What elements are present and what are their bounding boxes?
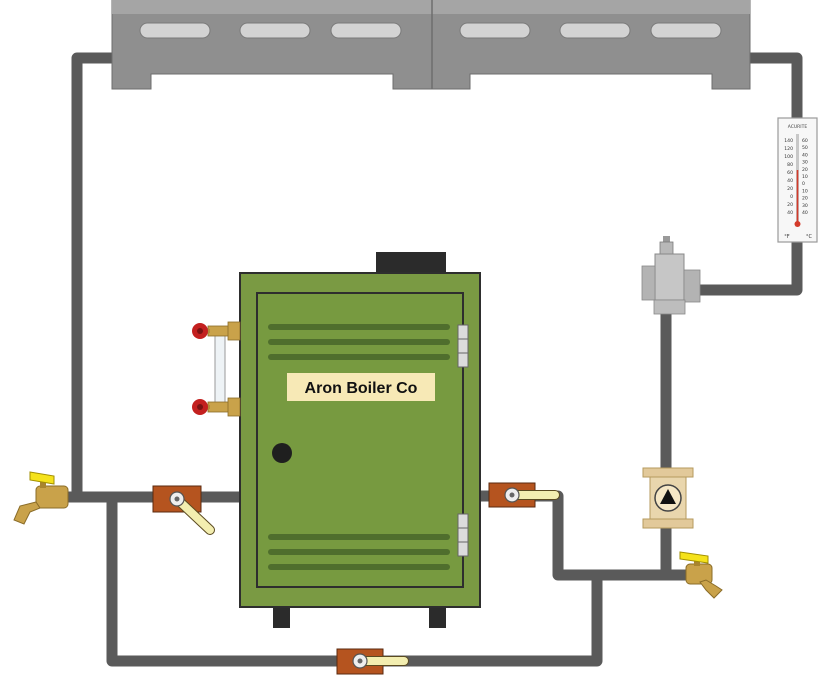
spigot-right[interactable] bbox=[679, 551, 723, 599]
celsius-tick-label: 40 bbox=[802, 152, 808, 158]
spigot-handle-left-icon[interactable] bbox=[29, 471, 55, 485]
door-hinge-top bbox=[457, 324, 469, 368]
ball-valve-right[interactable] bbox=[488, 482, 560, 508]
boiler: Aron Boiler Co bbox=[239, 252, 481, 628]
boiler-door bbox=[256, 292, 464, 588]
sight-glass bbox=[192, 321, 241, 417]
ball-valve-left[interactable] bbox=[152, 485, 215, 535]
celsius-tick-label: 10 bbox=[802, 188, 808, 194]
door-vents-top bbox=[268, 324, 450, 360]
fahrenheit-tick-label: 0 bbox=[790, 194, 793, 200]
radiator-top-fin bbox=[112, 0, 750, 14]
celsius-tick-label: 50 bbox=[802, 145, 808, 151]
fahrenheit-tick-label: 100 bbox=[784, 154, 793, 160]
thermometer-bulb bbox=[794, 221, 801, 227]
celsius-tick-label: 40 bbox=[802, 210, 808, 216]
celsius-tick-label: 30 bbox=[802, 203, 808, 209]
door-hinge-bottom bbox=[457, 513, 469, 557]
mixing-valve-cap bbox=[663, 236, 670, 244]
mixing-valve-body bbox=[654, 253, 685, 301]
handwheel-top-icon[interactable] bbox=[192, 323, 208, 339]
radiator-slots bbox=[139, 22, 722, 39]
ball-valve-bypass[interactable] bbox=[336, 648, 409, 675]
nameplate-text: Aron Boiler Co bbox=[305, 380, 418, 397]
fahrenheit-tick-label: 120 bbox=[784, 146, 793, 152]
spigot-handle-right-icon[interactable] bbox=[679, 551, 709, 564]
nameplate bbox=[287, 373, 435, 401]
fahrenheit-tick-label: 80 bbox=[787, 162, 793, 168]
radiator bbox=[111, 0, 751, 90]
handwheel-bottom-icon[interactable] bbox=[192, 399, 208, 415]
sight-glass-tube bbox=[214, 329, 226, 411]
celsius-tick-label: 20 bbox=[802, 167, 808, 173]
left-supply-pipe bbox=[71, 52, 240, 503]
fahrenheit-scale: 140 120 100 80 60 40 20 0 20 40 bbox=[784, 138, 793, 216]
celsius-tick-label: 60 bbox=[802, 138, 808, 144]
fahrenheit-tick-label: 60 bbox=[787, 170, 793, 176]
radiator-section-right bbox=[431, 0, 751, 90]
spigot-nozzle-right bbox=[699, 579, 723, 599]
celsius-tick-label: 30 bbox=[802, 160, 808, 166]
fahrenheit-tick-label: 40 bbox=[787, 210, 793, 216]
fahrenheit-tick-label: 20 bbox=[787, 186, 793, 192]
boiler-flue bbox=[376, 252, 446, 273]
spigot-nozzle-left bbox=[13, 501, 41, 525]
door-vents-bottom bbox=[268, 534, 450, 570]
fahrenheit-tick-label: 140 bbox=[784, 138, 793, 144]
thermometer-brand: ACURITE bbox=[788, 124, 808, 130]
boiler-foot-right bbox=[429, 606, 446, 628]
circulator-pump bbox=[642, 467, 694, 529]
pump-riser-pipe bbox=[480, 312, 672, 581]
door-knob[interactable] bbox=[272, 443, 292, 463]
thermometer-to-valve-pipe bbox=[700, 242, 803, 296]
boiler-foot-left bbox=[273, 606, 290, 628]
celsius-unit: °C bbox=[806, 234, 813, 240]
mixing-valve bbox=[641, 236, 701, 315]
celsius-tick-label: 0 bbox=[802, 181, 805, 187]
celsius-tick-label: 10 bbox=[802, 174, 808, 180]
fahrenheit-tick-label: 20 bbox=[787, 202, 793, 208]
flow-arrow-icon bbox=[660, 489, 676, 504]
spigot-left[interactable] bbox=[13, 471, 69, 525]
fahrenheit-unit: °F bbox=[784, 234, 790, 240]
fahrenheit-tick-label: 40 bbox=[787, 178, 793, 184]
right-return-pipe bbox=[750, 52, 803, 118]
celsius-tick-label: 20 bbox=[802, 196, 808, 202]
